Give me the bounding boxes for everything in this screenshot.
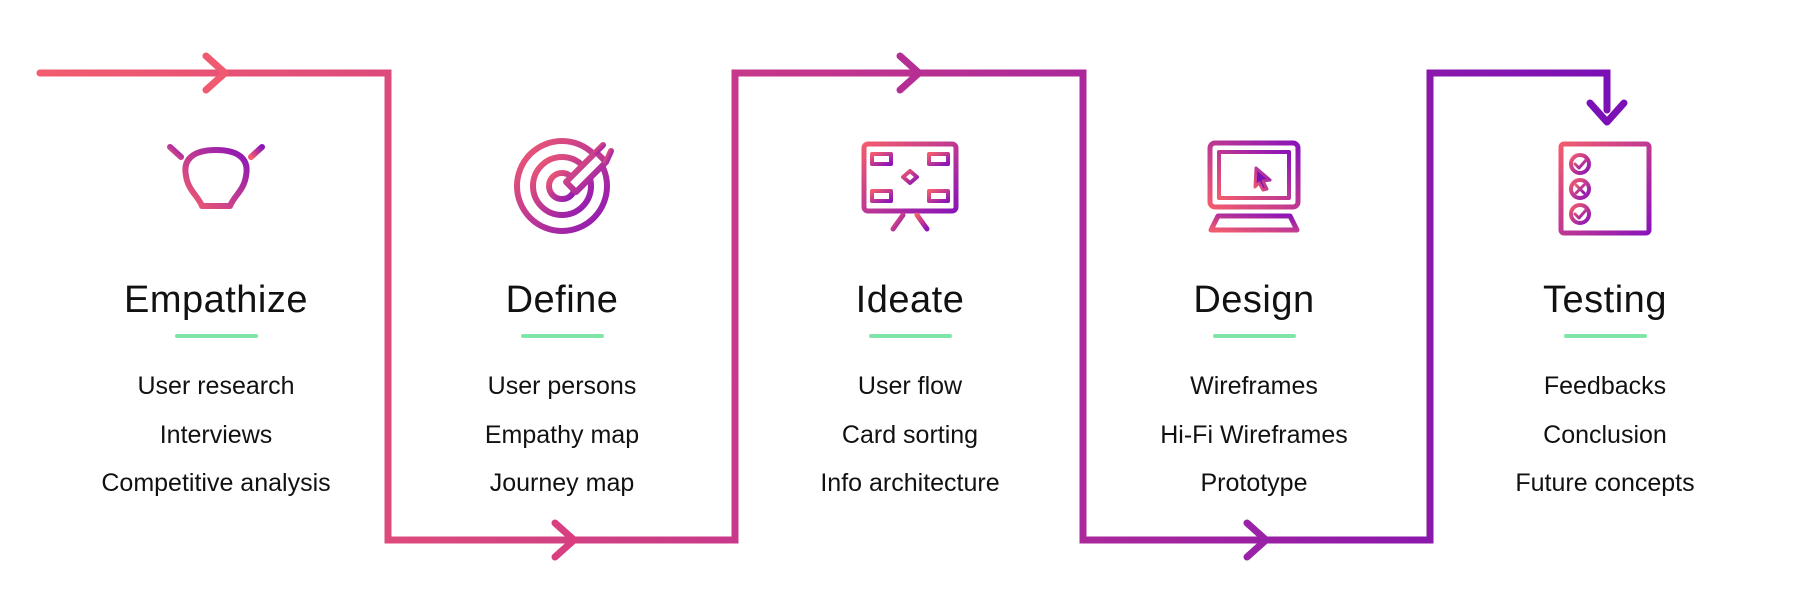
stage-item: Competitive analysis bbox=[101, 469, 331, 497]
checklist-icon bbox=[1558, 141, 1652, 236]
stage-items: Wireframes Hi-Fi Wireframes Prototype bbox=[1160, 362, 1348, 508]
stage-title: Testing bbox=[1543, 279, 1667, 321]
stage-item: Hi-Fi Wireframes bbox=[1160, 420, 1348, 449]
lightbulb-icon bbox=[167, 121, 265, 237]
flow-path bbox=[36, 69, 1611, 544]
stage-items: User flow Card sorting Info architecture bbox=[820, 362, 999, 508]
stage-underline bbox=[174, 334, 258, 338]
flow-arrow-4 bbox=[1243, 519, 1270, 561]
stage-item: Journey map bbox=[489, 469, 635, 497]
monitor-wireframe-icon bbox=[1207, 140, 1301, 233]
stage-item: Info architecture bbox=[820, 469, 1000, 497]
flow-arrow-5 bbox=[1586, 99, 1628, 126]
flowchart-board-icon bbox=[861, 141, 959, 232]
flow-arrow-2 bbox=[551, 519, 578, 561]
stage-item: User flow bbox=[857, 372, 963, 400]
stage-underline bbox=[520, 334, 604, 338]
target-pencil-icon bbox=[514, 138, 614, 234]
stage-define: Define User persons Empathy map Journey … bbox=[392, 0, 732, 609]
stage-ideate: Ideate User flow Card sorting Info archi… bbox=[740, 0, 1080, 609]
flow-arrow-1 bbox=[202, 52, 229, 94]
stage-item: Wireframes bbox=[1190, 372, 1318, 400]
stage-underline bbox=[1563, 334, 1647, 338]
stage-items: Feedbacks Conclusion Future concepts bbox=[1515, 362, 1694, 508]
stage-item: User persons bbox=[487, 372, 637, 400]
stage-item: User research bbox=[137, 372, 295, 400]
stage-items: User persons Empathy map Journey map bbox=[485, 362, 639, 508]
stage-underline bbox=[868, 334, 952, 338]
stage-item: Conclusion bbox=[1543, 420, 1667, 449]
stage-design: Design Wireframes Hi-Fi Wireframes Proto… bbox=[1084, 0, 1424, 609]
stage-items: User research Interviews Competitive ana… bbox=[101, 362, 330, 508]
stage-title: Ideate bbox=[855, 279, 965, 321]
stage-testing: Testing Feedbacks Conclusion Future conc… bbox=[1435, 0, 1775, 609]
stage-item: Feedbacks bbox=[1543, 372, 1667, 400]
stage-item: Future concepts bbox=[1515, 469, 1695, 497]
stage-item: Prototype bbox=[1200, 469, 1308, 497]
flow-arrow-3 bbox=[896, 52, 923, 94]
stage-item: Empathy map bbox=[484, 420, 640, 449]
stage-underline bbox=[1212, 334, 1296, 338]
stage-item: Card sorting bbox=[841, 420, 979, 449]
stage-item: Interviews bbox=[159, 420, 273, 449]
stage-title: Empathize bbox=[123, 279, 309, 321]
stage-title: Define bbox=[505, 279, 619, 321]
stage-title: Design bbox=[1193, 279, 1315, 321]
stage-empathize: Empathize User research Interviews Compe… bbox=[46, 0, 386, 609]
